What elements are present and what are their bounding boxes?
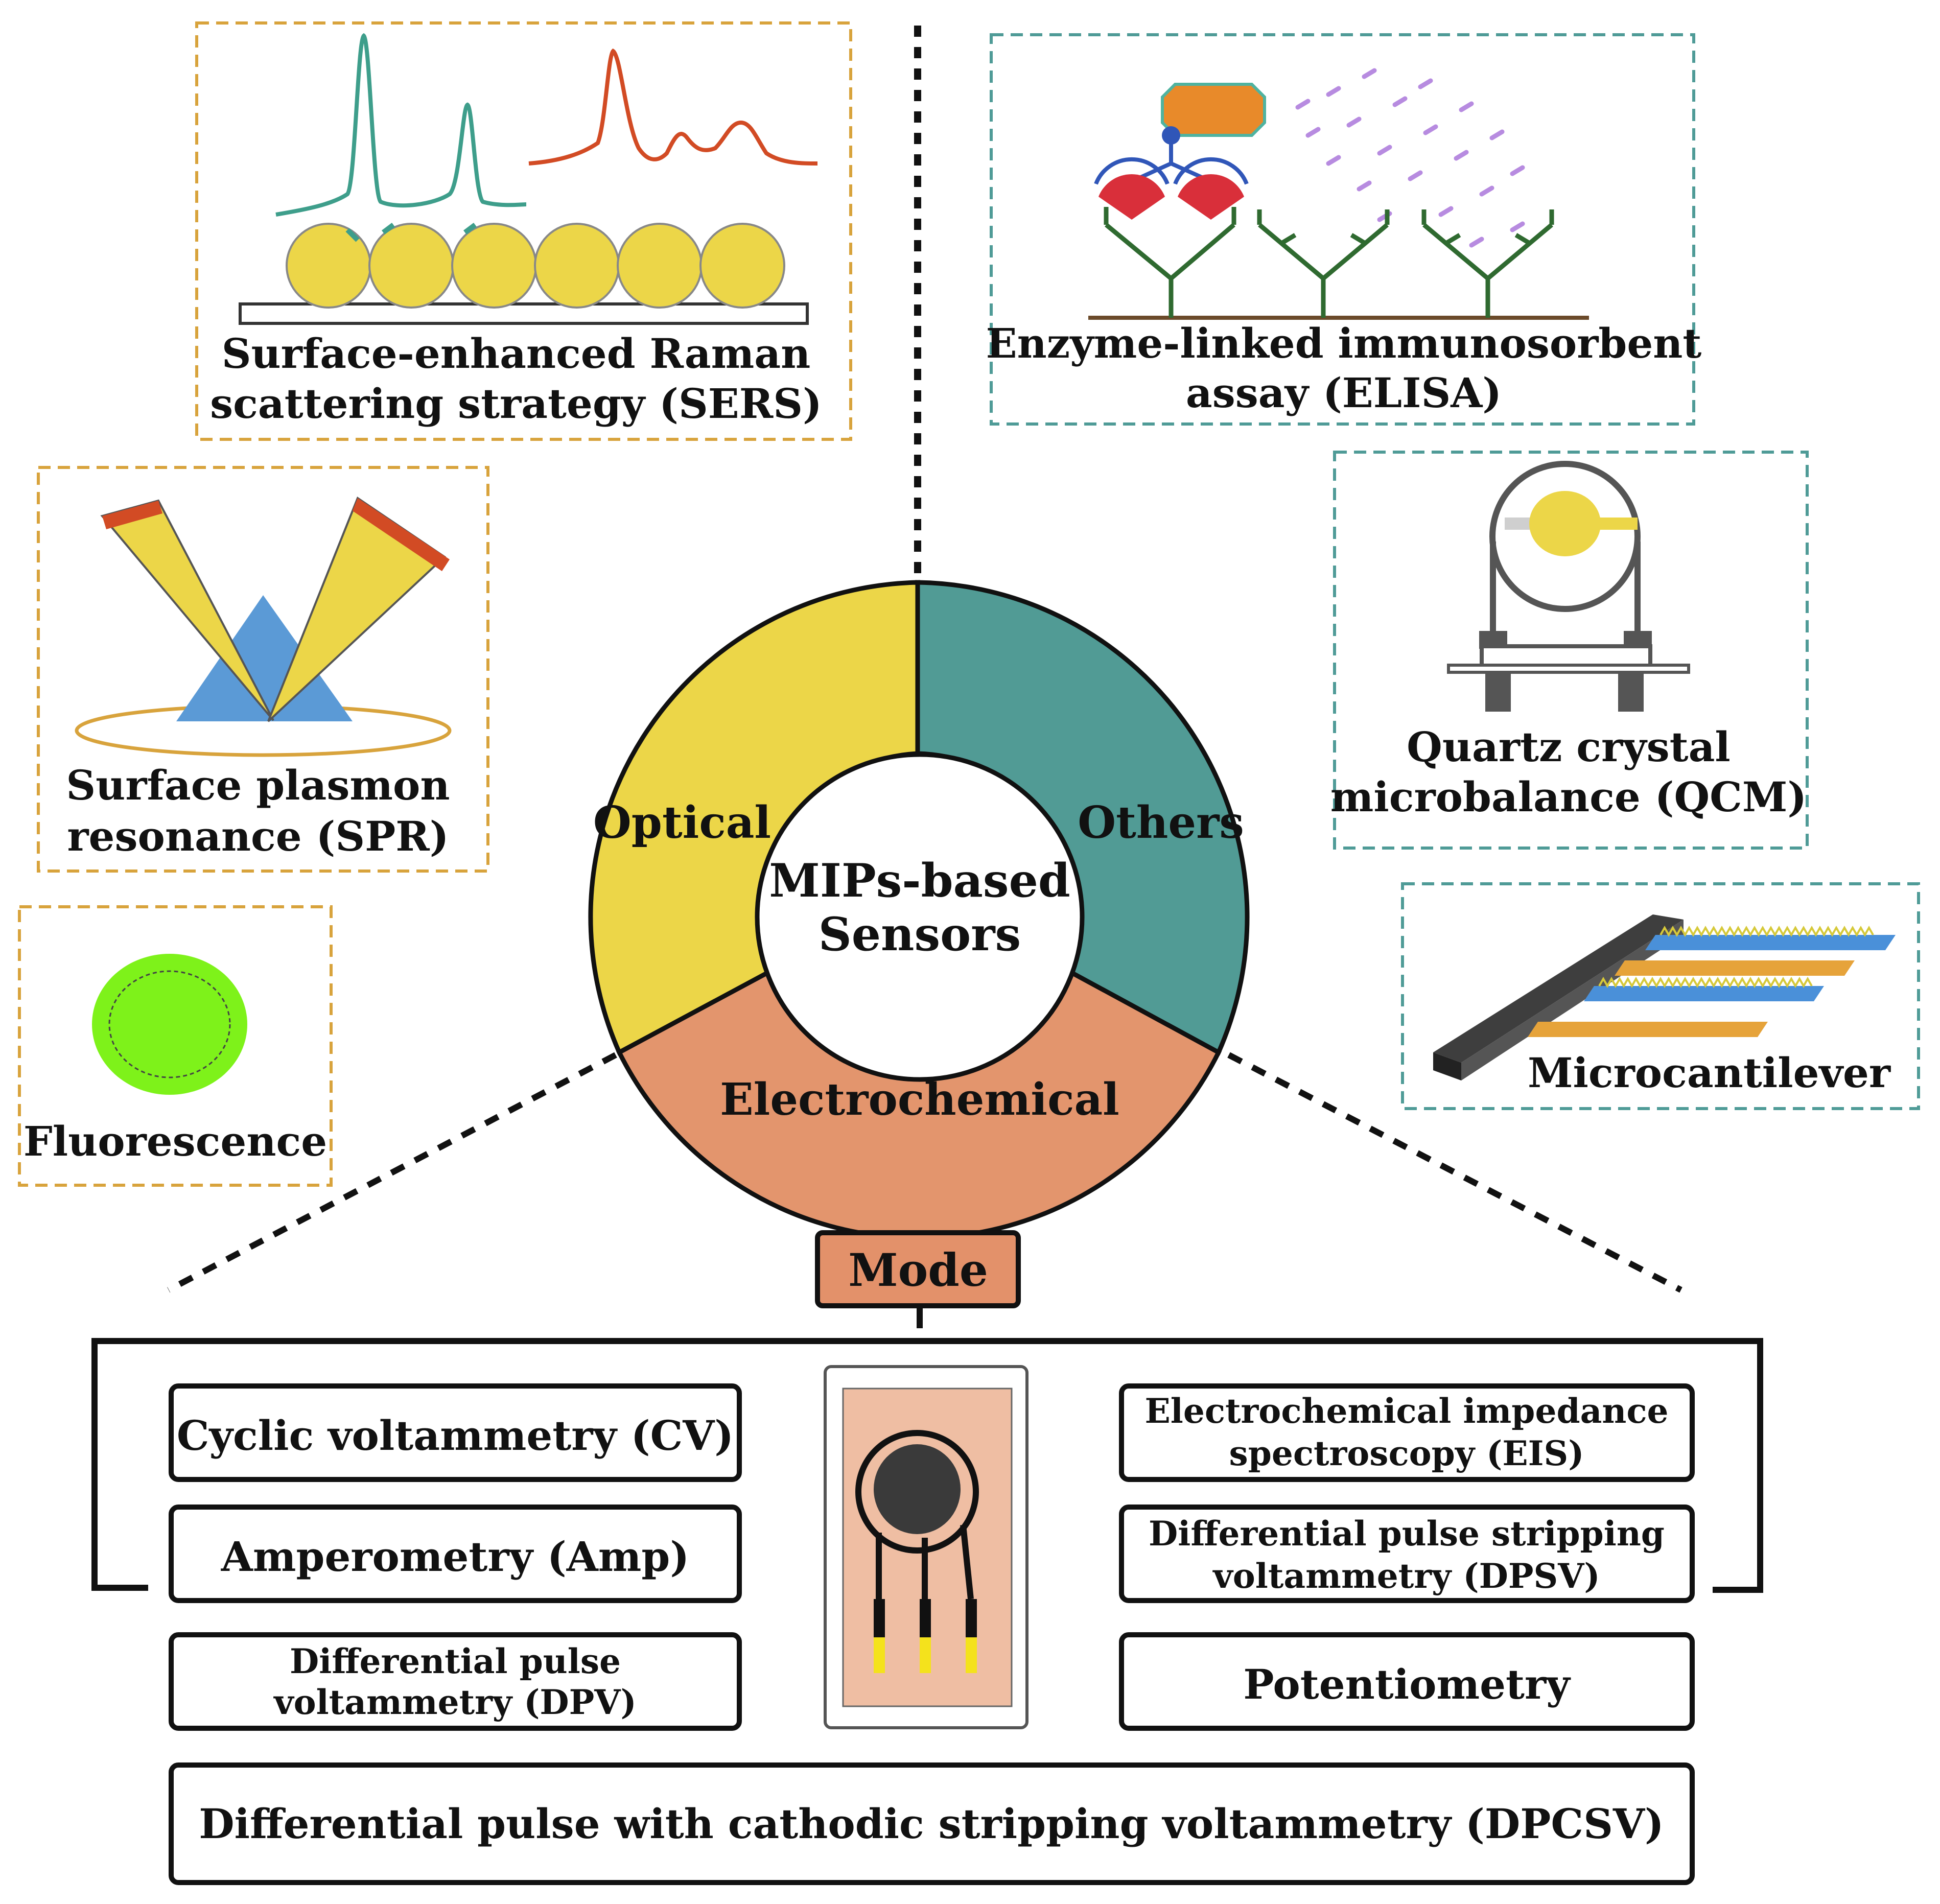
sers-label-line1: Surface-enhanced Raman xyxy=(222,330,811,378)
right-connector xyxy=(1227,1052,1682,1293)
potentiometry-label: Potentiometry xyxy=(1243,1660,1571,1708)
dpv-box xyxy=(169,1632,742,1731)
center-title-line1: MIPs-based xyxy=(769,854,1070,908)
others-label: Others xyxy=(1078,797,1244,849)
spr-label-line2: resonance (SPR) xyxy=(67,812,449,860)
crystal-holder-icon xyxy=(1447,461,1690,712)
elisa-border xyxy=(990,33,1695,426)
mode-bracket xyxy=(91,1338,1763,1593)
fluorescent-dot-icon xyxy=(92,954,247,1095)
cantilever-border xyxy=(1401,882,1920,1110)
prism-icon xyxy=(75,496,452,757)
dpv-label-line2: voltammetry (DPV) xyxy=(273,1682,636,1722)
amp-label: Amperometry (Amp) xyxy=(221,1533,689,1581)
fluorescence-label: Fluorescence xyxy=(24,1117,327,1165)
raman-spectrum-icon xyxy=(239,33,818,325)
spr-border xyxy=(37,466,489,873)
dpsv-box xyxy=(1119,1505,1695,1603)
screen-printed-electrode-icon xyxy=(824,1365,1029,1729)
antibody-icon xyxy=(1088,68,1589,320)
center-title-line2: Sensors xyxy=(819,907,1021,961)
dpcsv-label: Differential pulse with cathodic strippi… xyxy=(199,1800,1664,1848)
cantilever-panel: Microcantilever xyxy=(1401,882,1920,1110)
amp-box xyxy=(169,1505,742,1603)
spr-label-line1: Surface plasmon xyxy=(66,761,450,809)
eis-box xyxy=(1119,1383,1695,1482)
qcm-border xyxy=(1333,451,1809,850)
mode-box xyxy=(815,1230,1021,1308)
cv-label: Cyclic voltammetry (CV) xyxy=(177,1412,734,1460)
elisa-label-line2: assay (ELISA) xyxy=(1186,369,1502,417)
fluorescence-border xyxy=(18,905,333,1187)
sers-border xyxy=(195,21,852,441)
qcm-label-line2: microbalance (QCM) xyxy=(1330,773,1807,821)
dpv-label-line1: Differential pulse xyxy=(290,1641,621,1681)
cv-box xyxy=(169,1383,742,1482)
wheel-center xyxy=(755,752,1085,1082)
optical-label: Optical xyxy=(593,797,771,849)
elisa-label-line1: Enzyme-linked immunosorbent xyxy=(986,319,1702,367)
eis-label-line2: spectroscopy (EIS) xyxy=(1229,1433,1584,1473)
spr-panel: Surface plasmon resonance (SPR) xyxy=(37,466,489,873)
dpsv-label-line1: Differential pulse stripping xyxy=(1149,1514,1665,1554)
sers-label-line2: scattering strategy (SERS) xyxy=(210,380,822,428)
left-connector xyxy=(167,1052,617,1293)
elisa-panel: Enzyme-linked immunosorbent assay (ELISA… xyxy=(986,33,1702,426)
electrochemical-label: Electrochemical xyxy=(720,1074,1119,1125)
connector-lines xyxy=(167,26,1682,1293)
dpcsv-box xyxy=(169,1762,1695,1885)
mode-label: Mode xyxy=(848,1243,988,1297)
sers-panel: Surface-enhanced Raman scattering strate… xyxy=(195,21,852,441)
qcm-panel: Quartz crystal microbalance (QCM) xyxy=(1330,451,1809,850)
potentiometry-box xyxy=(1119,1632,1695,1731)
cantilever-icon xyxy=(1433,914,1896,1080)
qcm-label-line1: Quartz crystal xyxy=(1407,723,1731,771)
dpsv-label-line2: voltammetry (DPSV) xyxy=(1212,1556,1600,1596)
cantilever-label: Microcantilever xyxy=(1528,1049,1891,1097)
eis-label-line1: Electrochemical impedance xyxy=(1144,1391,1668,1431)
sensor-wheel: Optical Others Electrochemical MIPs-base… xyxy=(588,580,1250,1240)
mode-section: Mode Cyclic voltammetry (CV) Amperometry… xyxy=(91,1230,1763,1885)
fluorescence-panel: Fluorescence xyxy=(18,905,333,1187)
